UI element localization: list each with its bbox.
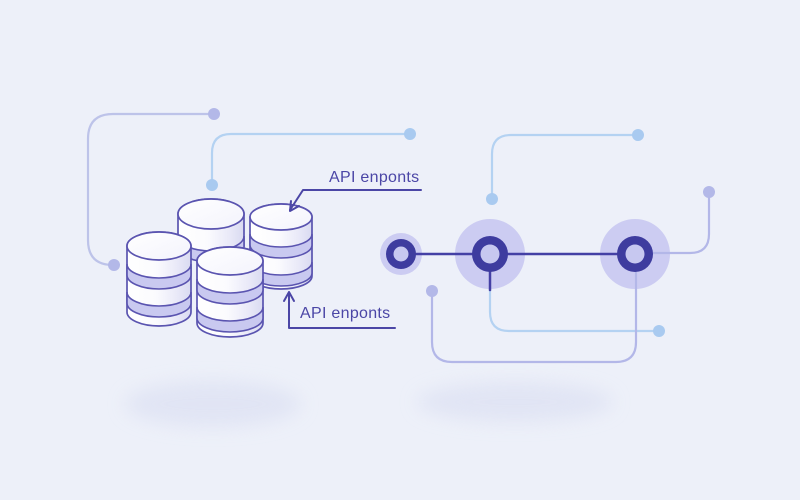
- connector-dot: [206, 179, 218, 191]
- endpoint-node-row: [380, 186, 715, 364]
- connector-bottom-loop: [430, 270, 638, 364]
- arrowhead-icon: [289, 200, 300, 212]
- connector-dot: [404, 128, 416, 140]
- api-endpoints-label-bottom: API enponts: [300, 305, 391, 322]
- connector-top-left: [210, 132, 412, 187]
- connector-dot: [108, 259, 120, 271]
- connector-dot: [426, 285, 438, 297]
- database-cylinder-front: [196, 246, 264, 338]
- connector-top-middle: [490, 133, 640, 201]
- nodes-shadow: [417, 382, 613, 422]
- connector-left-loop: [86, 112, 216, 267]
- arrowhead-icon: [283, 291, 295, 302]
- endpoint-node-1: [386, 239, 416, 269]
- database-cylinder-right: [249, 203, 313, 290]
- connector-traces: [86, 108, 665, 337]
- database-stack: [126, 198, 313, 338]
- connector-dot: [486, 193, 498, 205]
- endpoint-node-2: [472, 236, 508, 272]
- callout-line-bottom: [288, 293, 396, 329]
- connector-dot: [653, 325, 665, 337]
- database-shadow: [125, 381, 301, 427]
- connector-bottom-middle: [488, 288, 660, 333]
- callout-line-top: [289, 189, 422, 211]
- database-cylinder-left: [126, 231, 192, 327]
- api-endpoints-label-top: API enponts: [329, 169, 420, 186]
- connector-dot: [208, 108, 220, 120]
- endpoint-node-3: [617, 236, 653, 272]
- connector-right-drop: [651, 190, 711, 255]
- connector-dot: [632, 129, 644, 141]
- callouts: [283, 189, 422, 329]
- connector-dot: [703, 186, 715, 198]
